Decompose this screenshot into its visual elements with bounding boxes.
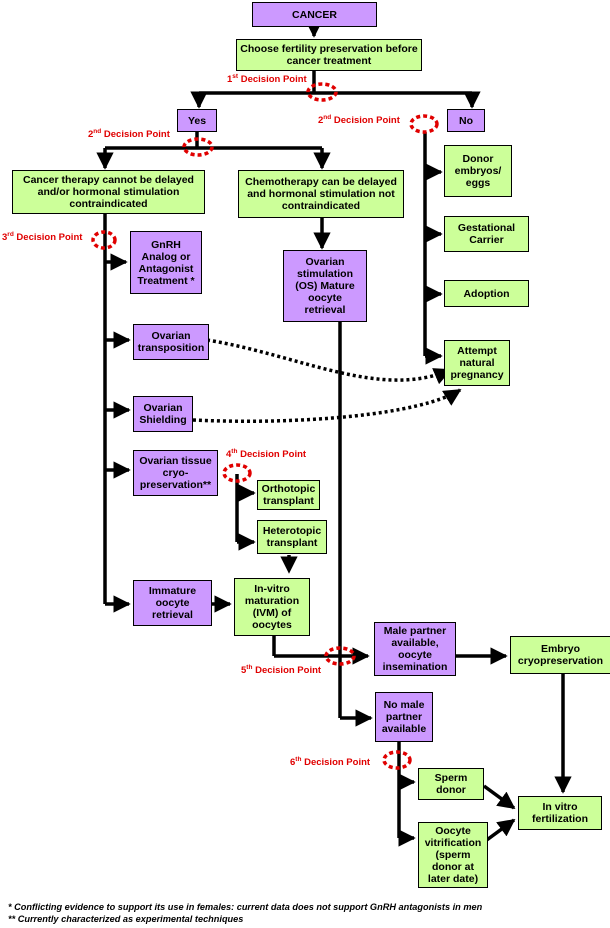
dp-suffix: rd xyxy=(7,231,14,238)
adoption-node: Adoption xyxy=(444,280,529,307)
gnrh-treatment-node: GnRH Analog or Antagonist Treatment * xyxy=(130,231,202,294)
decision-point-5: 5th Decision Point xyxy=(241,664,321,676)
dp-text: Decision Point xyxy=(331,115,400,126)
yes-node: Yes xyxy=(177,109,217,132)
dp-text: Decision Point xyxy=(238,74,307,85)
footnote-gnrh: * Conflicting evidence to support its us… xyxy=(8,902,483,912)
dp-text: Decision Point xyxy=(101,129,170,140)
decision-point-2-yes: 2nd Decision Point xyxy=(88,128,170,140)
donor-embryos-node: Donor embryos/ eggs xyxy=(444,145,512,197)
dp-suffix: nd xyxy=(93,128,102,135)
ovarian-transposition-node: Ovarian transposition xyxy=(133,324,209,360)
dp-text: Decision Point xyxy=(237,449,307,460)
decision-point-6: 6th Decision Point xyxy=(290,756,370,768)
therapy-cannot-delay-node: Cancer therapy cannot be delayed and/or … xyxy=(12,170,205,214)
heterotopic-transplant-node: Heterotopic transplant xyxy=(257,520,327,554)
decision-point-1: 1st Decision Point xyxy=(227,73,307,85)
dp-suffix: st xyxy=(232,73,239,80)
dp-number: 6 xyxy=(290,757,296,768)
ivm-node: In-vitro maturation (IVM) of oocytes xyxy=(234,578,310,636)
dp-number: 5 xyxy=(241,665,247,676)
no-male-partner-node: No male partner available xyxy=(375,692,433,742)
immature-oocyte-node: Immature oocyte retrieval xyxy=(133,580,212,626)
dp-text: Decision Point xyxy=(13,232,83,243)
ovarian-shielding-node: Ovarian Shielding xyxy=(133,396,193,432)
male-partner-node: Male partner available, oocyte inseminat… xyxy=(374,622,456,676)
no-node: No xyxy=(447,109,485,132)
dp-text: Decision Point xyxy=(301,757,371,768)
ovarian-stimulation-node: Ovarian stimulation (OS) Mature oocyte r… xyxy=(283,250,367,322)
orthotopic-transplant-node: Orthotopic transplant xyxy=(257,480,320,510)
chemotherapy-can-delay-node: Chemotherapy can be delayed and hormonal… xyxy=(238,170,404,218)
dp-number: 2 xyxy=(88,129,94,140)
ovarian-tissue-cryo-node: Ovarian tissue cryo- preservation** xyxy=(133,450,218,496)
in-vitro-fertilization-node: In vitro fertilization xyxy=(518,796,602,830)
dp-suffix: th xyxy=(231,448,238,455)
footnote-experimental: ** Currently characterized as experiment… xyxy=(8,914,244,924)
gestational-carrier-node: Gestational Carrier xyxy=(444,216,529,252)
dp-number: 2 xyxy=(318,115,324,126)
dp-suffix: th xyxy=(295,756,302,763)
oocyte-vitrification-node: Oocyte vitrification (sperm donor at lat… xyxy=(418,822,488,888)
choose-fertility-preservation-node: Choose fertility preservation before can… xyxy=(236,39,422,71)
decision-point-2-no: 2nd Decision Point xyxy=(318,114,400,126)
cancer-node: CANCER xyxy=(252,2,377,27)
dp-suffix: th xyxy=(246,664,253,671)
dp-number: 3 xyxy=(2,232,8,243)
decision-point-3: 3rd Decision Point xyxy=(2,231,82,243)
dp-number: 1 xyxy=(227,74,233,85)
natural-pregnancy-node: Attempt natural pregnancy xyxy=(444,340,510,386)
embryo-cryopreservation-node: Embryo cryopreservation xyxy=(510,636,610,674)
dp-number: 4 xyxy=(226,449,232,460)
decision-point-4: 4th Decision Point xyxy=(226,448,306,460)
sperm-donor-node: Sperm donor xyxy=(418,768,484,800)
dp-suffix: nd xyxy=(323,114,332,121)
dp-text: Decision Point xyxy=(252,665,322,676)
